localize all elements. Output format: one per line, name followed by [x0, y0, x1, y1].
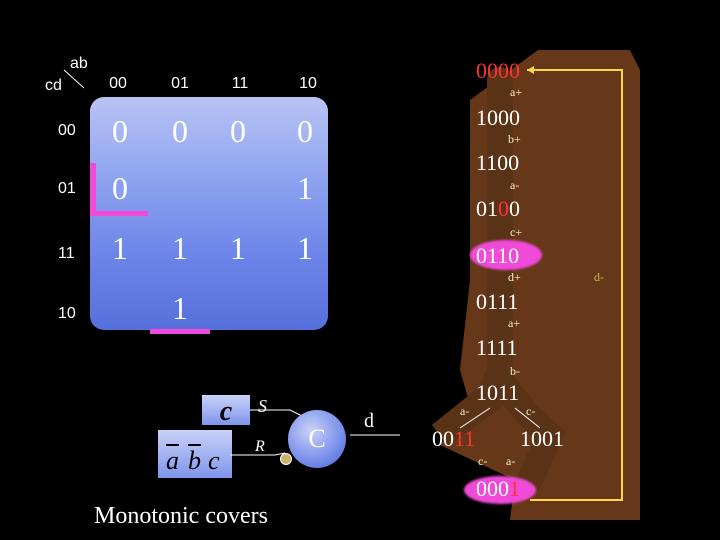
kmap-col-header: 11 [231, 75, 249, 92]
kmap-cell: 1 [230, 230, 246, 266]
kmap-cell: 0 [230, 113, 246, 149]
inverter-bubble [280, 453, 292, 465]
output-d-label: d [364, 410, 374, 432]
state-node: 0111 [476, 289, 519, 314]
transition-label: a- [506, 454, 516, 468]
c-element-label: C [308, 424, 326, 453]
kmap-cell: 1 [112, 230, 128, 266]
transition-label: a- [510, 178, 520, 192]
state-node: 1011 [476, 380, 520, 405]
kmap-cell: 0 [112, 113, 128, 149]
transition-label: b- [510, 364, 520, 378]
state-node: 0110 [476, 243, 520, 268]
transition-label: d+ [508, 270, 521, 284]
state-highlight [464, 476, 536, 504]
s-literal: c [219, 396, 233, 427]
r-literal-c: c [208, 446, 220, 475]
transition-label: a- [460, 404, 470, 418]
kmap-cell: 0 [297, 113, 313, 149]
state-node: 1001 [520, 426, 564, 451]
r-literal-box: a b c [158, 430, 232, 478]
kmap-col-header: 00 [109, 75, 127, 92]
state-node: 0011 [432, 426, 476, 451]
transition-label: d- [594, 270, 604, 284]
state-node: 0100 [476, 196, 520, 221]
cover-bar-bottom [90, 211, 148, 216]
kmap-cell: 1 [172, 230, 188, 266]
kmap-cell: 1 [297, 170, 313, 206]
corner-cd-label: cd [45, 77, 62, 94]
transition-label: a+ [508, 316, 521, 330]
s-literal-box: c [202, 395, 250, 427]
state-highlight [470, 240, 542, 270]
transition-label: a+ [510, 85, 523, 99]
kmap-row-header: 10 [58, 305, 76, 322]
state-node: 0000 [476, 58, 520, 83]
kmap-cell: 0 [172, 113, 188, 149]
input-r-label: R [255, 438, 265, 455]
kmap-cell: 1 [297, 230, 313, 266]
input-s-label: S [258, 396, 267, 416]
kmap-cell: 0 [112, 170, 128, 206]
kmap-row-header: 11 [58, 245, 75, 262]
caption: Monotonic covers [94, 503, 268, 529]
path-band [431, 50, 640, 520]
kmap-row-header: 00 [58, 122, 76, 139]
transition-label: b+ [508, 132, 521, 146]
corner-ab-label: ab [70, 55, 88, 72]
transition-label: c- [526, 404, 536, 418]
r-literal-b: b [188, 446, 201, 475]
transition-label: c+ [510, 225, 523, 239]
branch-arrows [459, 407, 541, 429]
kmap-col-header: 10 [299, 75, 317, 92]
kmap-col-header: 01 [171, 75, 189, 92]
corner-divider [63, 69, 85, 89]
r-literal-a: a [166, 446, 179, 475]
kmap-row-header: 01 [58, 180, 76, 197]
c-element: C [288, 410, 346, 468]
state-node: 1000 [476, 105, 520, 130]
transition-label: c- [478, 454, 488, 468]
cover-bar-row10 [150, 329, 210, 334]
state-node: 1100 [476, 150, 520, 175]
state-node: 1111 [476, 335, 518, 360]
cover-bar-left [90, 163, 96, 213]
kmap-cell: 1 [172, 290, 188, 326]
state-node: 0001 [476, 476, 520, 501]
